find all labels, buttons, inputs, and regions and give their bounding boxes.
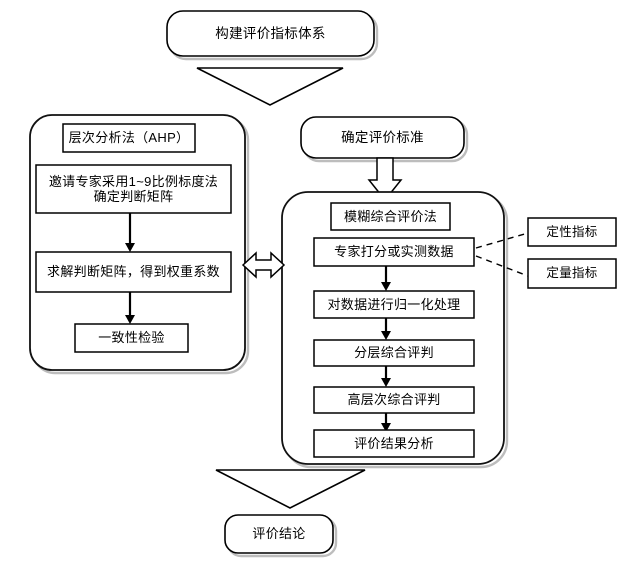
- arrowhead-fuzzy-3-4: [381, 378, 391, 387]
- box-fuzzy-step-3[interactable]: [313, 339, 475, 367]
- box-fuzzy-step-4[interactable]: [313, 386, 475, 414]
- box-ahp-step-1[interactable]: [35, 164, 232, 214]
- arrowhead-ahp-2-3: [125, 315, 135, 324]
- box-fuzzy-step-2[interactable]: [313, 290, 475, 319]
- box-ahp-title[interactable]: [62, 123, 196, 153]
- box-fuzzy-title[interactable]: [330, 202, 451, 231]
- node-build-index-system[interactable]: [166, 10, 375, 57]
- double-arrow-panels-link: [241, 251, 286, 279]
- hit-node-build-index-system[interactable]: [167, 11, 374, 56]
- arrowhead-fuzzy-2-3: [381, 331, 391, 340]
- dashed-link-qualitative: [475, 232, 529, 249]
- arrowhead-ahp-1-2: [125, 243, 135, 252]
- block-arrow-down-criteria: [367, 157, 403, 202]
- arrowhead-fuzzy-1-2: [381, 282, 391, 291]
- hit-node-conclusion[interactable]: [225, 515, 333, 553]
- node-conclusion[interactable]: [224, 514, 334, 554]
- box-fuzzy-step-1[interactable]: [313, 237, 475, 267]
- box-qualitative-indicator[interactable]: [527, 217, 617, 247]
- box-ahp-step-3[interactable]: [74, 323, 189, 353]
- box-fuzzy-step-5[interactable]: [313, 429, 475, 458]
- box-quantitative-indicator[interactable]: [527, 258, 617, 289]
- hit-node-define-criteria[interactable]: [301, 117, 464, 158]
- big-arrow-down-bottom: [215, 469, 366, 509]
- big-arrow-down-top: [196, 67, 344, 106]
- panel-fuzzy: [281, 191, 505, 465]
- dashed-link-quantitative: [475, 255, 529, 277]
- arrowhead-fuzzy-4-5: [381, 423, 391, 432]
- box-ahp-step-2[interactable]: [35, 251, 232, 293]
